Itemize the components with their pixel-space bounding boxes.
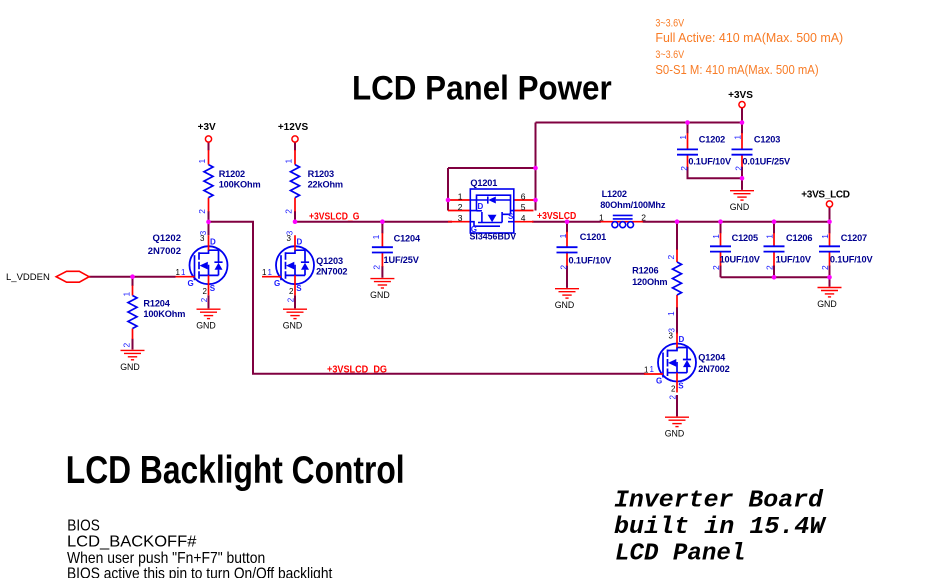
- svg-text:LCD_BACKOFF#: LCD_BACKOFF#: [67, 534, 196, 551]
- svg-text:2: 2: [197, 209, 207, 214]
- svg-text:Q1202: Q1202: [152, 233, 181, 244]
- svg-text:3: 3: [458, 213, 463, 223]
- svg-text:2: 2: [559, 265, 569, 270]
- svg-text:C1204: C1204: [394, 233, 421, 243]
- svg-text:2: 2: [764, 265, 774, 270]
- svg-text:Q1204: Q1204: [698, 353, 726, 363]
- svg-text:C1203: C1203: [754, 135, 780, 145]
- svg-text:4: 4: [521, 213, 526, 223]
- svg-text:Q1201: Q1201: [470, 178, 497, 188]
- svg-text:L1202: L1202: [602, 189, 627, 199]
- svg-text:2N7002: 2N7002: [698, 364, 729, 374]
- svg-text:+3VS_LCD: +3VS_LCD: [801, 190, 850, 201]
- svg-text:G: G: [471, 225, 477, 234]
- svg-text:1: 1: [284, 159, 294, 164]
- svg-text:2: 2: [679, 166, 689, 171]
- svg-text:2: 2: [711, 265, 721, 270]
- svg-text:C1205: C1205: [732, 233, 758, 243]
- svg-text:2N7002: 2N7002: [148, 246, 181, 257]
- svg-text:R1206: R1206: [632, 265, 658, 275]
- svg-text:1: 1: [122, 292, 132, 297]
- svg-text:2: 2: [666, 255, 676, 260]
- svg-text:LCD Panel: LCD Panel: [615, 541, 745, 568]
- svg-text:S: S: [508, 212, 514, 221]
- svg-text:1: 1: [197, 159, 207, 164]
- svg-text:Q1203: Q1203: [316, 256, 343, 266]
- svg-text:5: 5: [521, 202, 526, 212]
- svg-text:1: 1: [820, 234, 830, 239]
- svg-text:D: D: [478, 202, 484, 211]
- svg-text:C1201: C1201: [580, 232, 606, 242]
- svg-text:+3VS: +3VS: [728, 90, 753, 101]
- svg-text:3~3.6V: 3~3.6V: [655, 49, 684, 61]
- svg-text:1: 1: [558, 233, 568, 238]
- svg-text:1: 1: [764, 234, 774, 239]
- svg-text:BIOS active this pin to turn O: BIOS active this pin to turn On/Off back…: [67, 565, 333, 578]
- svg-text:C1202: C1202: [699, 135, 725, 145]
- svg-text:LCD Backlight Control: LCD Backlight Control: [66, 449, 405, 492]
- svg-text:100KOhm: 100KOhm: [143, 309, 185, 319]
- svg-text:1: 1: [711, 234, 721, 239]
- svg-text:SI3456BDV: SI3456BDV: [470, 232, 517, 243]
- svg-text:1: 1: [733, 135, 743, 140]
- svg-text:120Ohm: 120Ohm: [632, 277, 667, 287]
- svg-text:1UF/10V: 1UF/10V: [776, 255, 812, 265]
- svg-text:3~3.6V: 3~3.6V: [655, 17, 684, 29]
- svg-text:1UF/25V: 1UF/25V: [384, 255, 420, 265]
- svg-text:+3VSLCD: +3VSLCD: [537, 211, 576, 222]
- svg-text:LCD Panel Power: LCD Panel Power: [352, 69, 612, 107]
- svg-text:Full Active: 410 mA(Max. 500 m: Full Active: 410 mA(Max. 500 mA): [655, 31, 843, 45]
- svg-text:+12VS: +12VS: [278, 122, 309, 133]
- svg-text:2N7002: 2N7002: [316, 267, 347, 277]
- svg-text:0.1UF/10V: 0.1UF/10V: [688, 157, 732, 167]
- svg-text:C1207: C1207: [841, 233, 867, 243]
- svg-text:1: 1: [678, 135, 688, 140]
- svg-text:1: 1: [599, 213, 604, 223]
- svg-text:L_VDDEN: L_VDDEN: [6, 272, 50, 283]
- svg-text:80Ohm/100Mhz: 80Ohm/100Mhz: [600, 200, 666, 210]
- svg-text:R1203: R1203: [308, 169, 334, 179]
- svg-text:2: 2: [284, 209, 294, 214]
- svg-text:0.01UF/25V: 0.01UF/25V: [742, 157, 791, 167]
- svg-text:100KOhm: 100KOhm: [219, 180, 261, 190]
- svg-text:2: 2: [734, 166, 744, 171]
- svg-text:S0-S1 M: 410 mA(Max. 500 mA): S0-S1 M: 410 mA(Max. 500 mA): [655, 63, 818, 77]
- svg-text:10UF/10V: 10UF/10V: [720, 255, 761, 265]
- svg-text:2: 2: [122, 343, 132, 348]
- svg-text:Inverter Board: Inverter Board: [614, 487, 824, 514]
- svg-text:C1206: C1206: [786, 233, 812, 243]
- svg-text:2: 2: [372, 265, 382, 270]
- svg-text:1: 1: [666, 311, 676, 316]
- svg-text:2: 2: [641, 213, 646, 223]
- svg-text:22kOhm: 22kOhm: [308, 180, 343, 190]
- svg-text:0.1UF/10V: 0.1UF/10V: [569, 255, 613, 265]
- svg-text:1: 1: [371, 234, 381, 239]
- svg-text:6: 6: [521, 191, 526, 201]
- svg-text:BIOS: BIOS: [67, 518, 100, 535]
- svg-text:When user push "Fn+F7" button: When user push "Fn+F7" button: [67, 550, 265, 567]
- svg-text:1: 1: [458, 191, 463, 201]
- svg-text:+3VSLCD_G: +3VSLCD_G: [309, 211, 360, 222]
- svg-text:2: 2: [820, 265, 830, 270]
- svg-text:built in 15.4W: built in 15.4W: [614, 514, 827, 541]
- svg-text:R1204: R1204: [143, 299, 170, 309]
- svg-text:0.1UF/10V: 0.1UF/10V: [830, 255, 874, 265]
- svg-text:2: 2: [458, 202, 463, 212]
- svg-text:+3V: +3V: [198, 122, 216, 133]
- svg-text:+3VSLCD_DG: +3VSLCD_DG: [327, 365, 387, 376]
- svg-text:R1202: R1202: [219, 169, 245, 179]
